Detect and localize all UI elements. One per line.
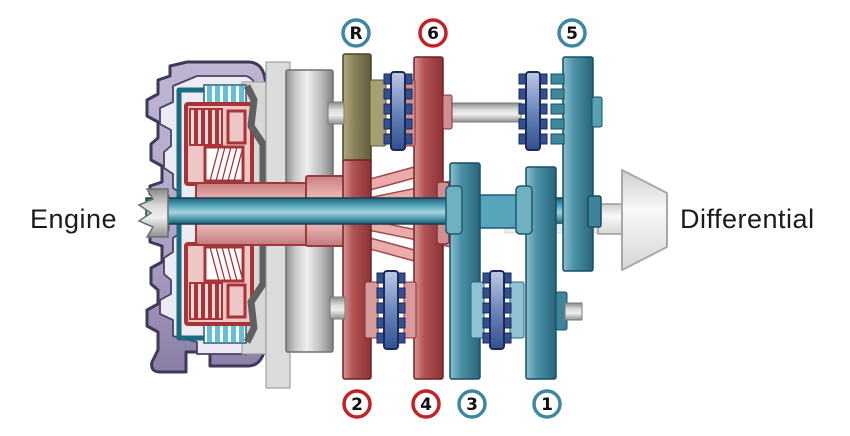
hub-3 <box>470 281 485 339</box>
badge-2-ring <box>342 389 372 419</box>
badge-5-text: 5 <box>566 24 578 44</box>
hub-6-right <box>442 94 453 130</box>
differential-output <box>587 169 668 271</box>
gear-5-dog-teeth <box>550 73 565 145</box>
differential-label: Differential <box>680 204 815 234</box>
stub-left-of-R <box>327 101 345 125</box>
gear-1 <box>525 166 557 380</box>
gear-2 <box>342 159 372 380</box>
badge-1-text: 1 <box>541 395 553 415</box>
synchro-24 <box>376 270 406 350</box>
differential-cone <box>621 169 668 271</box>
badge-2: 2 <box>342 389 372 419</box>
flywheel-drum-upper <box>285 69 334 191</box>
synchro-R6 <box>383 71 413 151</box>
stub-right-of-1 <box>564 302 583 321</box>
badge-R: R <box>341 18 371 48</box>
gear-R <box>342 53 372 165</box>
badge-2-text: 2 <box>351 395 363 415</box>
flywheel-drum-lower <box>285 232 334 353</box>
badge-3-text: 3 <box>466 395 478 415</box>
upper-transfer-shaft <box>446 102 522 123</box>
badge-3: 3 <box>457 389 487 419</box>
engine-label: Engine <box>30 204 117 234</box>
badge-3-ring <box>457 389 487 419</box>
badge-4: 4 <box>411 389 441 419</box>
hub-1 <box>509 281 525 339</box>
lower-gear-line <box>329 270 583 350</box>
gear-badges: R 6 5 2 4 3 1 <box>341 18 587 419</box>
shaft-ring-right <box>515 185 533 235</box>
badge-1-ring <box>532 389 562 419</box>
badge-6-text: 6 <box>427 24 439 44</box>
final-drive-hub <box>587 195 602 228</box>
badge-R-ring <box>341 18 371 48</box>
synchro-5 <box>518 71 548 151</box>
badge-1: 1 <box>532 389 562 419</box>
synchro-31 <box>482 270 512 350</box>
badge-4-text: 4 <box>420 395 432 415</box>
gear-5 <box>550 56 603 272</box>
hub-2 <box>364 281 379 339</box>
engine-coupling <box>137 188 169 238</box>
badge-R-text: R <box>349 24 362 44</box>
shaft-ring-left <box>445 185 463 235</box>
stub-left-of-2 <box>329 296 346 320</box>
badge-5: 5 <box>557 18 587 48</box>
badge-5-ring <box>557 18 587 48</box>
gear-5-hub <box>591 96 603 128</box>
badge-6-ring <box>418 18 448 48</box>
badge-6: 6 <box>418 18 448 48</box>
upper-gear-line <box>327 71 548 151</box>
hub-4 <box>403 281 417 339</box>
badge-4-ring <box>411 389 441 419</box>
